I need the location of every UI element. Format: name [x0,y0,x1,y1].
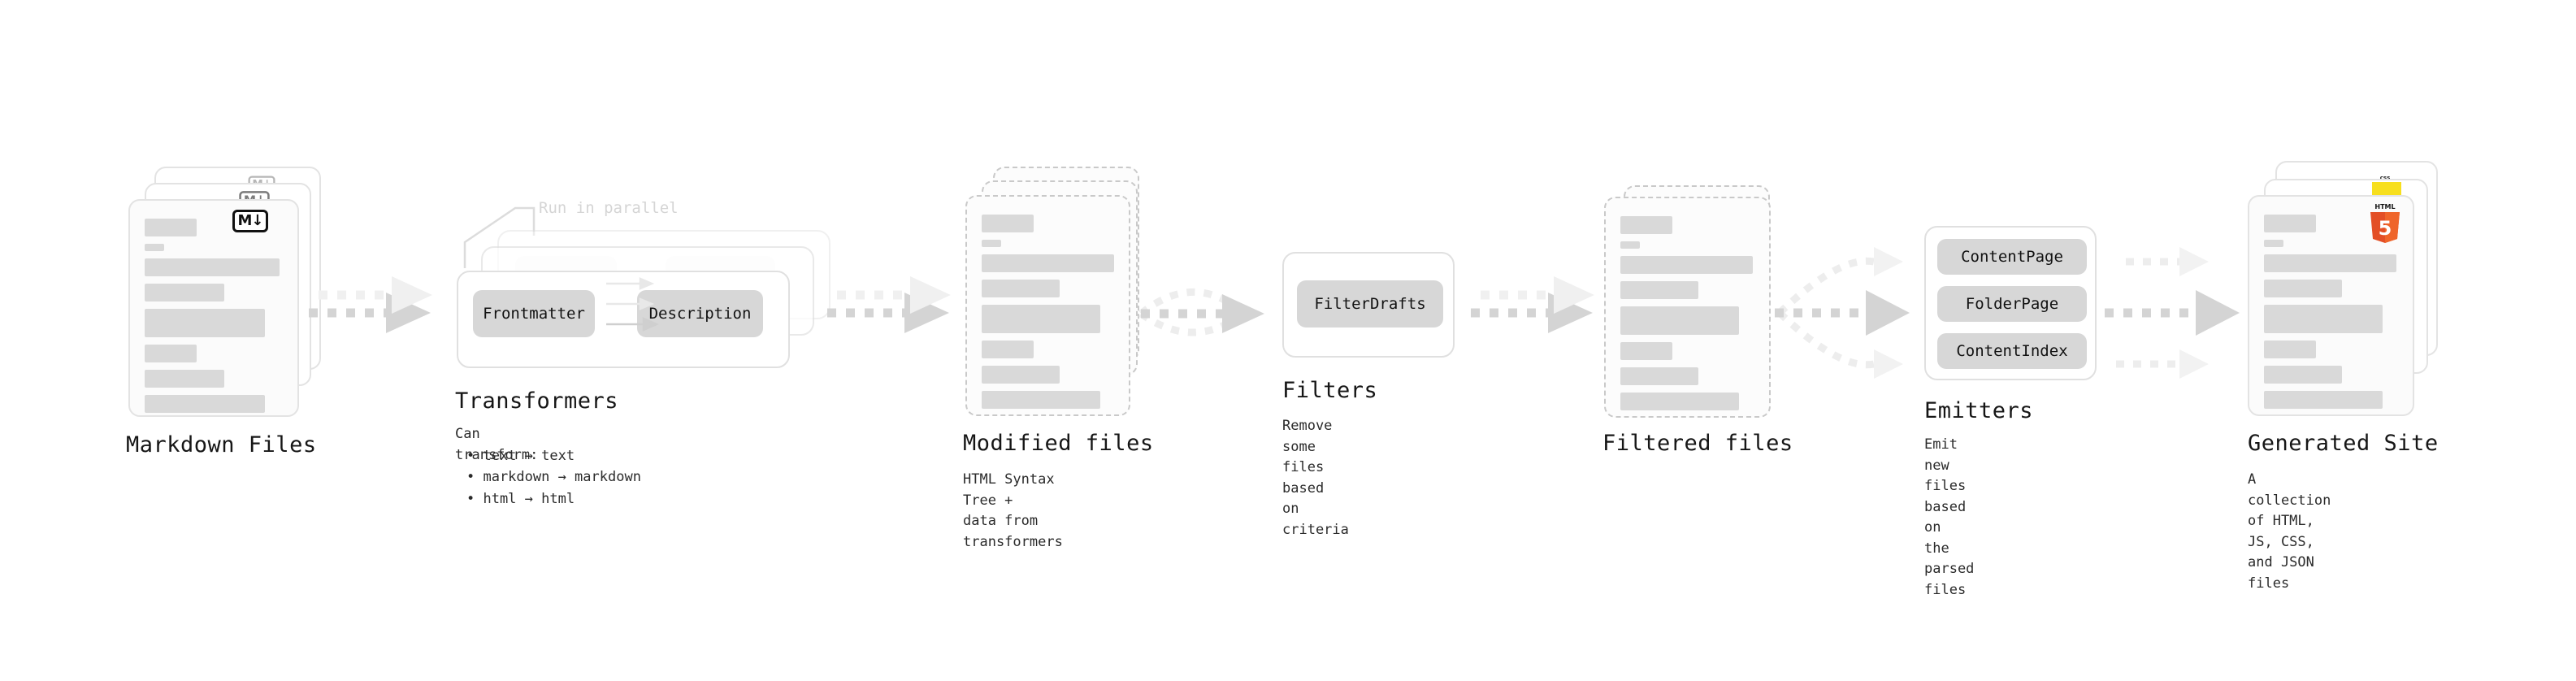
bar [982,240,1001,247]
filters-subtitle: Remove some files based on criteria [1282,418,1349,538]
bar [2264,240,2283,247]
chip-frontmatter[interactable]: Frontmatter [473,290,595,337]
bar [1620,342,1672,360]
chip-folderpage[interactable]: FolderPage [1937,286,2087,322]
filtered-sheet-front [1604,197,1771,418]
bar [982,391,1100,409]
chip-contentpage[interactable]: ContentPage [1937,239,2087,275]
bar [1620,241,1640,249]
arrow-filters-to-filtered [1471,276,1594,333]
bar [145,309,265,337]
bar [982,366,1060,384]
site-placeholder-bars [2264,215,2398,416]
stage-title-transformers: Transformers [455,388,619,414]
arrow-transformers-to-modified [827,276,951,333]
stage-title-modified-files: Modified files [963,431,1154,456]
modified-sheet-front [965,195,1130,416]
bar [145,284,224,301]
bar [982,340,1034,358]
arrow-filtered-to-emitters [1775,247,1910,379]
css3-icon-label: css [2379,175,2391,181]
bullet-item: • markdown → markdown [466,469,641,486]
bar [1620,393,1739,410]
bar [145,370,224,388]
html5-icon: HTML 5 [2370,203,2400,243]
bar [2264,391,2383,409]
bar [2264,215,2316,232]
bar [1620,256,1753,274]
transformer-inner-arrows [606,277,660,332]
transformer-panel-front: Frontmatter Description [457,271,790,368]
emitters-subtitle: Emit new files based on the parsed files [1924,436,1975,598]
arrow-markdown-to-transformers [309,276,432,333]
bar [145,395,265,413]
svg-text:HTML: HTML [2374,203,2395,210]
bar [2264,280,2342,297]
bar [145,219,197,236]
markdown-sheet-front [128,199,299,417]
filters-panel: FilterDrafts [1282,252,1455,358]
bar [2264,305,2383,333]
arrow-emitters-to-site [2105,247,2240,379]
arrow-modified-to-filters [1138,288,1264,336]
run-in-parallel-bracket [463,206,536,268]
svg-text:5: 5 [2379,217,2392,240]
filtered-placeholder-bars [1620,216,1754,418]
stage-title-emitters: Emitters [1924,398,2034,423]
bar [1620,216,1672,234]
stage-title-generated-site: Generated Site [2248,431,2439,456]
run-in-parallel-label: Run in parallel [539,199,679,217]
stage-title-filtered-files: Filtered files [1602,431,1793,456]
bar [1620,367,1698,385]
bar [2264,366,2342,384]
markdown-placeholder-bars [145,219,283,420]
bar [982,280,1060,297]
bar [145,244,164,251]
bar [982,215,1034,232]
bar [982,254,1114,272]
chip-description[interactable]: Description [637,290,763,337]
markdown-icon: M↓ [232,210,268,232]
css3-icon: css [2373,168,2397,181]
modified-placeholder-bars [982,215,1114,416]
bar [1620,281,1698,299]
modified-files-subtitle: HTML Syntax Tree + data from transformer… [963,471,1063,550]
stage-title-markdown-files: Markdown Files [126,432,317,458]
generated-site-subtitle: A collection of HTML, JS, CSS, and JSON … [2248,471,2331,592]
bar [145,345,197,362]
bar [2264,254,2396,272]
stage-title-filters: Filters [1282,378,1378,403]
chip-filterdrafts[interactable]: FilterDrafts [1297,280,1443,327]
bar [982,305,1100,333]
bar [2264,340,2316,358]
chip-contentindex[interactable]: ContentIndex [1937,333,2087,369]
transformers-subtitle: Can transform: [455,426,539,463]
bar [145,258,280,276]
bullet-item: • text → text [466,448,575,464]
transformers-bullets: • text → text • markdown → markdown • ht… [455,445,641,510]
emitters-panel: ContentPage FolderPage ContentIndex [1924,226,2097,380]
bar [1620,306,1739,335]
bullet-item: • html → html [466,490,575,507]
